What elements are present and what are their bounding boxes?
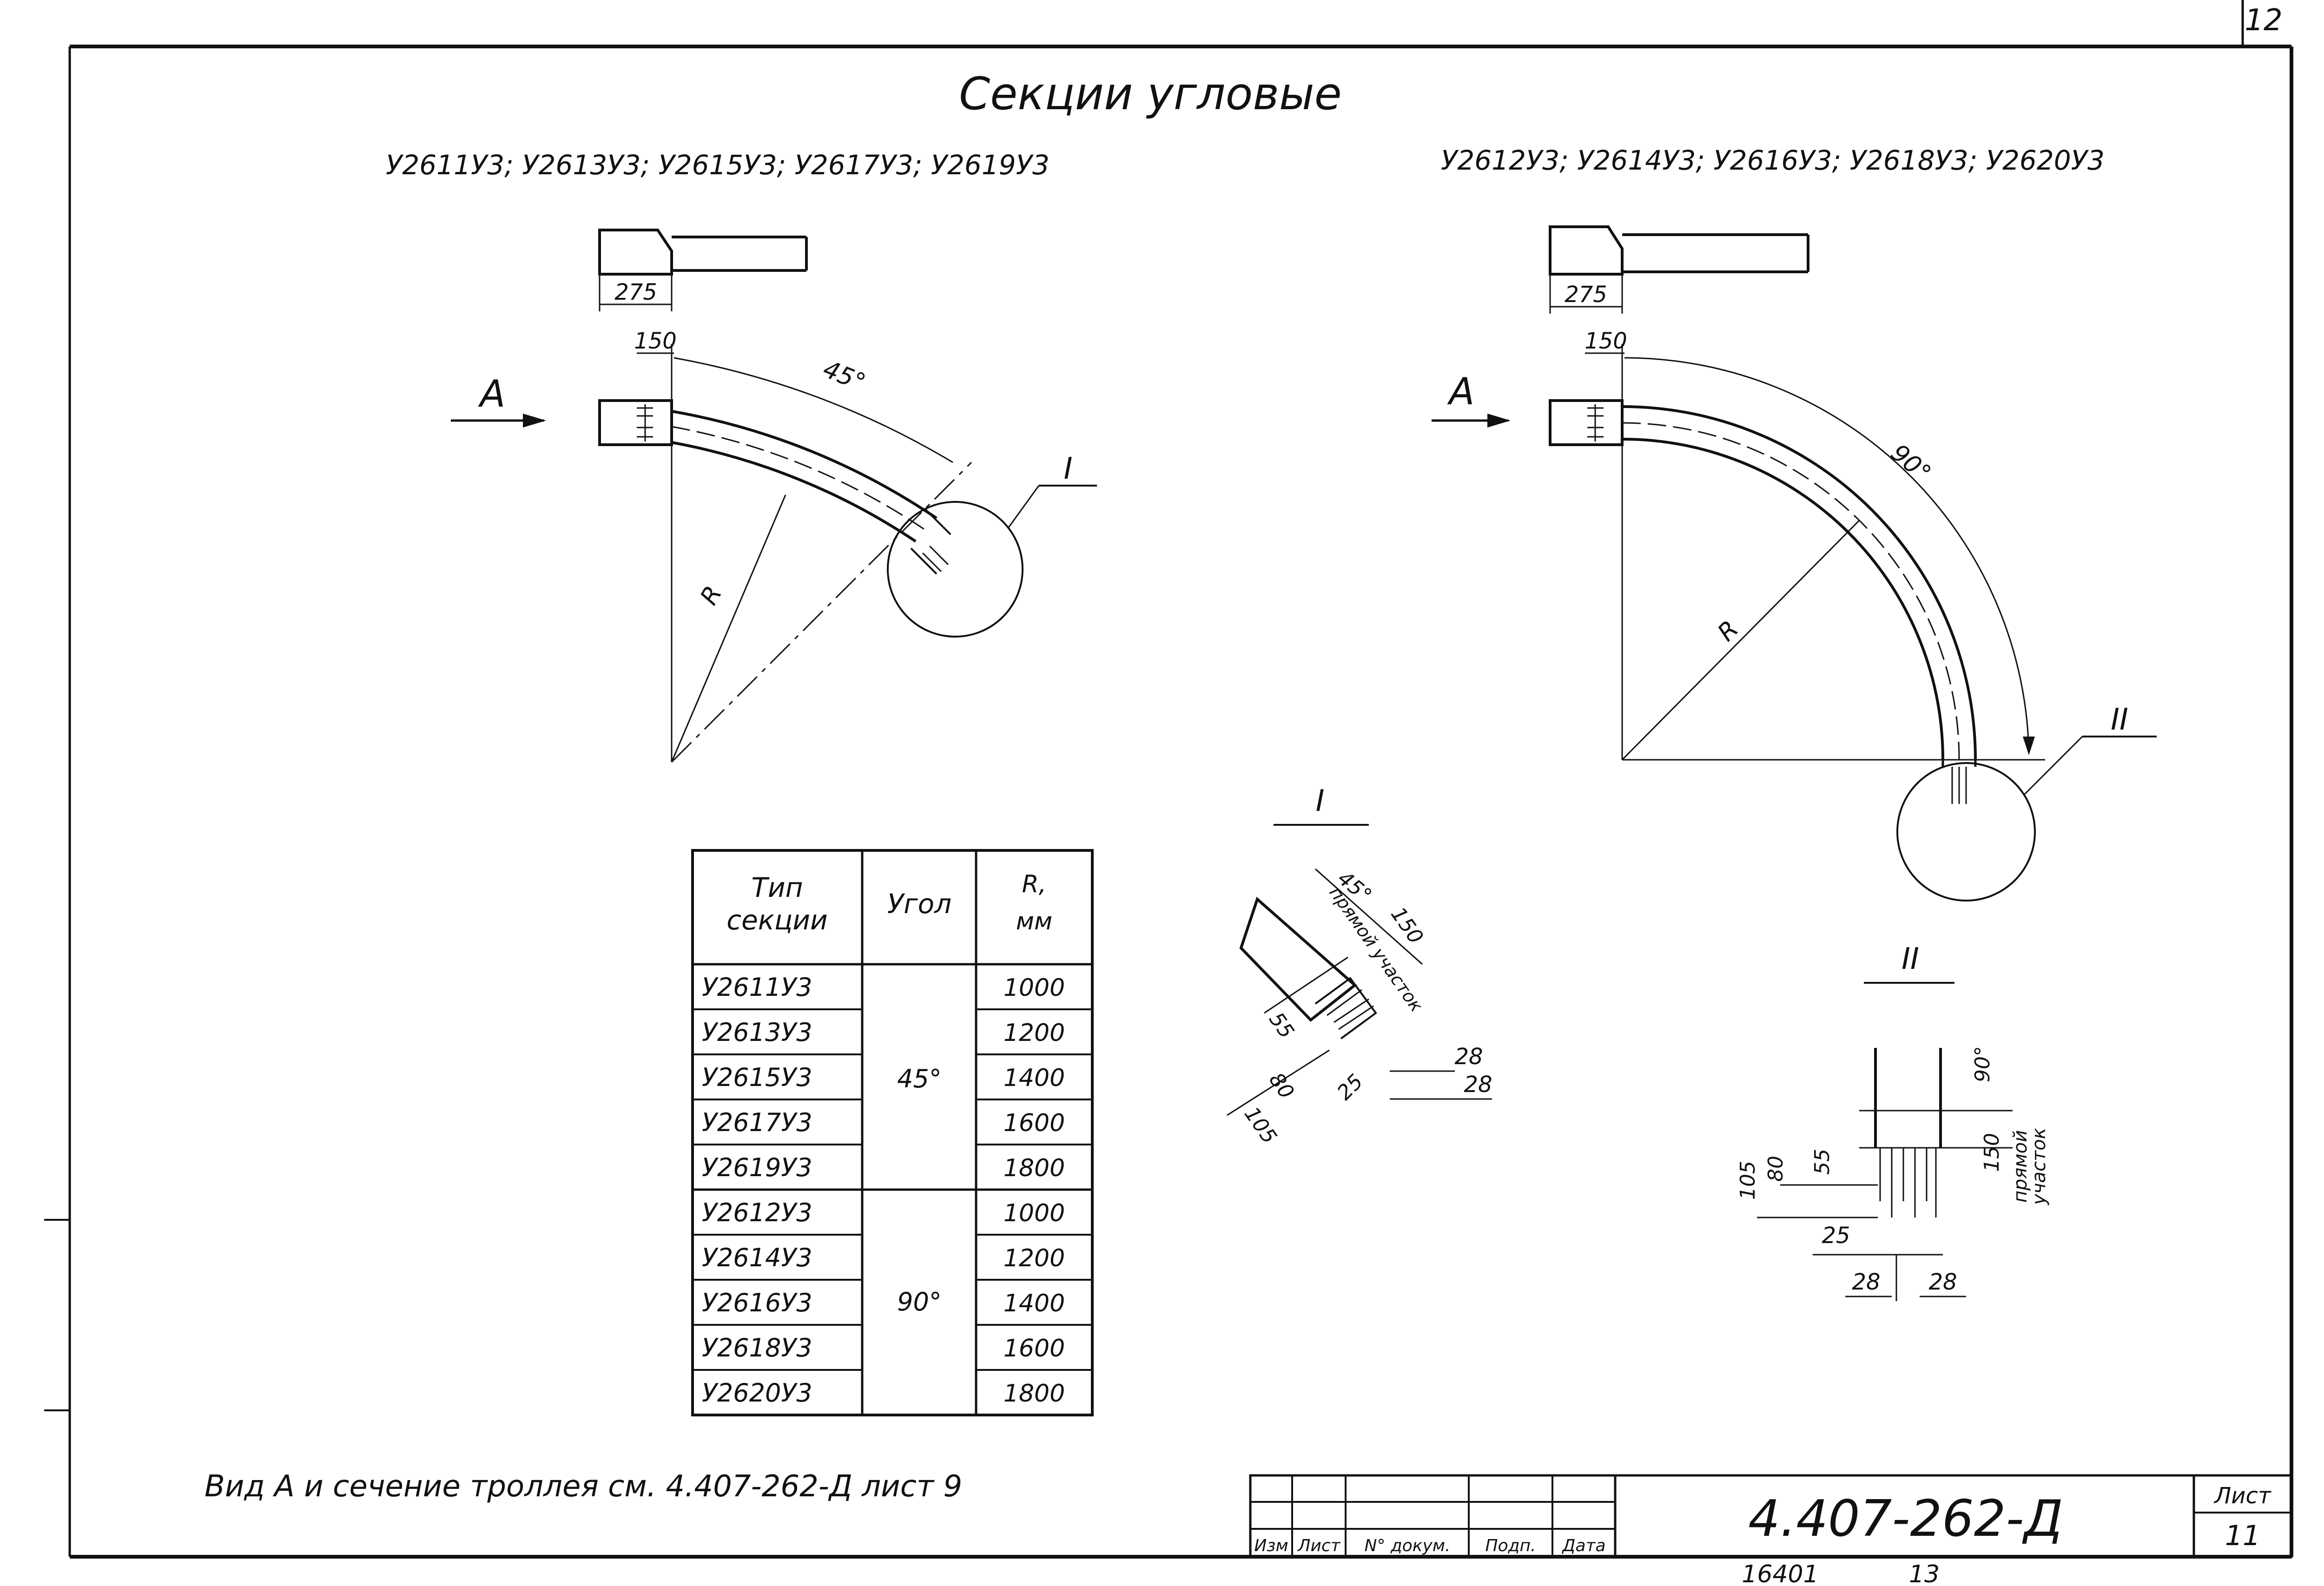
detail-2-dim-55: 55 [1810, 1149, 1834, 1175]
footnote: Вид А и сечение троллея см. 4.407-262-Д … [205, 1469, 962, 1504]
table-cell-type: У2617У3 [702, 1108, 812, 1137]
detail-2-dim-25: 25 [1822, 1223, 1850, 1249]
title-block-col-date: Дата [1561, 1536, 1605, 1555]
table-cell-radius: 1200 [1004, 1244, 1065, 1272]
detail-2-dim-150: 150 [1980, 1133, 2004, 1172]
left-arc-view: А 150 45° R I [451, 328, 1097, 763]
table-header-r-1: R, [1022, 870, 1047, 898]
table-cell-radius: 1800 [1004, 1154, 1065, 1182]
table-cell-radius: 1400 [1004, 1290, 1065, 1317]
title-block-col-sign: Подп. [1486, 1536, 1536, 1555]
detail-2-dim-28b: 28 [1928, 1269, 1957, 1295]
detail-1-dim-25: 25 [1333, 1070, 1368, 1105]
left-callout-label: I [1064, 452, 1073, 486]
left-top-view: 275 [598, 229, 808, 311]
left-series-label: У2611У3; У2613У3; У2615У3; У2617У3; У261… [386, 149, 1050, 181]
right-callout-label: II [2111, 703, 2128, 737]
document-code: 4.407-262-Д [1748, 1490, 2063, 1548]
table-cell-type: У2615У3 [702, 1063, 812, 1092]
table-cell-radius: 1000 [1004, 974, 1065, 1002]
table-cell-type: У2616У3 [702, 1288, 812, 1317]
table-cell-radius: 1200 [1004, 1019, 1065, 1047]
right-dim-150: 150 [1585, 328, 1627, 354]
detail-2-dim-105: 105 [1736, 1161, 1760, 1200]
detail-2-straight-1: прямой [2010, 1130, 2031, 1203]
sheet-title: Секции угловые [959, 68, 1342, 120]
right-angle-90: 90° [1885, 439, 1936, 487]
table-cell-radius: 1600 [1004, 1109, 1065, 1137]
table-angle-45: 45° [897, 1064, 942, 1093]
title-block-col-izm: Изм [1254, 1536, 1288, 1555]
detail-2-label: II [1901, 942, 1919, 976]
table-cell-radius: 1400 [1004, 1064, 1065, 1092]
page-number: 12 [2245, 3, 2282, 38]
left-arrow-label: А [478, 372, 506, 415]
table-cell-type: У2614У3 [702, 1243, 812, 1272]
detail-1-label: I [1316, 784, 1325, 818]
sheet-label: Лист [2213, 1483, 2272, 1509]
right-series-label: У2612У3; У2614У3; У2616У3; У2618У3; У262… [1441, 145, 2105, 176]
right-top-view: 275 [1549, 225, 1809, 314]
footer-number: 13 [1909, 1560, 1940, 1586]
table-header-angle: Угол [887, 888, 951, 920]
footer-code: 16401 [1742, 1560, 1818, 1586]
title-block: Изм Лист N° докум. Подп. Дата 4.407-262-… [1249, 1474, 2293, 1558]
title-block-col-doc: N° докум. [1365, 1536, 1451, 1555]
detail-1: I 45° 150 прямой участок 55 80 105 25 28… [1227, 784, 1492, 1148]
table-cell-type: У2611У3 [702, 973, 812, 1002]
table-cell-radius: 1600 [1004, 1335, 1065, 1362]
table-header-r-2: мм [1016, 908, 1052, 935]
table-cell-radius: 1000 [1004, 1199, 1065, 1227]
right-callout-circle [1896, 762, 2036, 902]
table-header-type-1: Тип [751, 872, 803, 903]
table-cell-radius: 1800 [1004, 1380, 1065, 1408]
right-arrow-label: А [1447, 370, 1475, 413]
table-cell-type: У2613У3 [702, 1018, 812, 1047]
detail-2-dim-28a: 28 [1852, 1269, 1880, 1295]
table-cell-type: У2612У3 [702, 1198, 812, 1227]
table-angle-90: 90° [897, 1287, 942, 1316]
title-block-col-list: Лист [1297, 1536, 1340, 1555]
left-radius-label: R [695, 581, 727, 610]
left-dim-150: 150 [634, 328, 677, 354]
table-cell-type: У2619У3 [702, 1153, 812, 1182]
detail-2-straight-2: участок [2028, 1128, 2050, 1205]
detail-1-dim-28a: 28 [1454, 1044, 1483, 1070]
detail-2: II 90° 150 прямой участок 105 80 55 25 2… [1736, 942, 2050, 1301]
table-cell-type: У2620У3 [702, 1378, 812, 1408]
left-dim-275: 275 [614, 279, 657, 305]
detail-1-dim-105: 105 [1240, 1103, 1281, 1148]
detail-1-dim-150: 150 [1386, 903, 1428, 948]
detail-2-dim-80: 80 [1764, 1156, 1788, 1182]
left-callout-circle [887, 501, 1023, 638]
table-header-type-2: секции [726, 904, 827, 936]
detail-1-dim-28b: 28 [1464, 1072, 1492, 1098]
detail-1-dim-55: 55 [1264, 1008, 1299, 1043]
detail-2-angle: 90° [1971, 1046, 1994, 1082]
table-cell-type: У2618У3 [702, 1333, 812, 1362]
left-angle-45: 45° [819, 355, 869, 397]
right-dim-275: 275 [1565, 282, 1607, 308]
sheet-number: 11 [2225, 1520, 2260, 1552]
right-arc-view: А 150 90° R II [1432, 328, 2157, 902]
